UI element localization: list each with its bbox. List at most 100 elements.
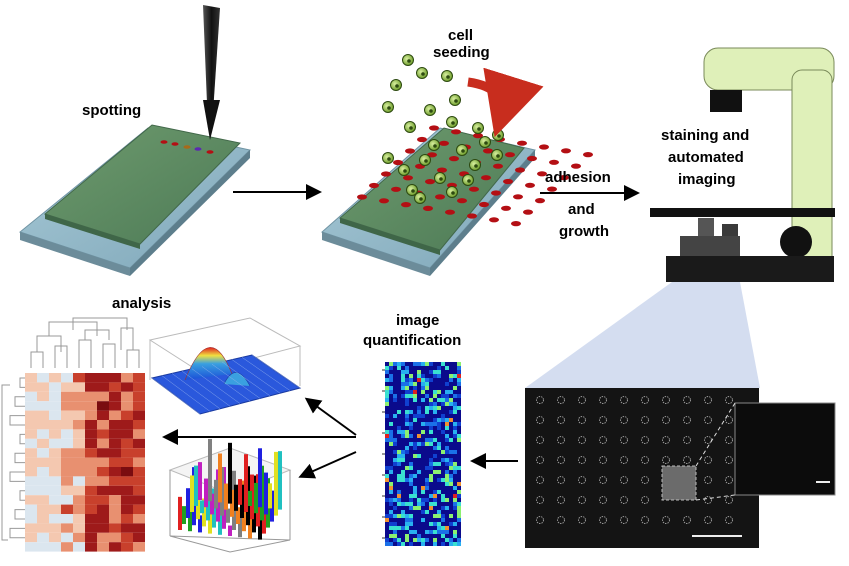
heat-cell	[401, 470, 405, 474]
heat-cell	[417, 538, 421, 542]
bar	[236, 507, 240, 524]
cell-nucleus	[497, 134, 501, 138]
heat-cell	[441, 526, 445, 530]
cluster-cell	[109, 438, 121, 449]
heat-cell	[385, 474, 389, 478]
heat-cell	[445, 446, 449, 450]
surface-grid-line	[161, 375, 211, 412]
heat-cell	[421, 442, 425, 446]
cell-spot	[641, 416, 649, 424]
heat-cell	[397, 458, 401, 462]
cluster-cell	[37, 532, 49, 543]
cluster-cell	[49, 467, 61, 477]
heat-cell	[433, 402, 437, 406]
cluster-cell	[97, 476, 109, 486]
spot	[481, 175, 491, 181]
spotting-label: spotting	[82, 102, 142, 119]
heat-cell	[421, 414, 425, 418]
cluster-cell	[133, 391, 145, 402]
heat-cell	[401, 378, 405, 382]
cluster-cell	[85, 457, 97, 467]
cluster-cell	[73, 523, 85, 533]
cluster-cell	[61, 523, 73, 533]
cluster-cell	[25, 467, 37, 477]
heat-cell	[449, 410, 453, 414]
spot	[501, 205, 511, 211]
cell-spot	[536, 456, 544, 464]
heat-cell	[413, 442, 417, 446]
cluster-cell	[61, 401, 73, 411]
dendrogram-branch	[120, 327, 134, 350]
heat-cell	[397, 478, 401, 482]
heat-cell	[389, 534, 393, 538]
heat-cell	[429, 474, 433, 478]
cell-spot	[578, 416, 586, 424]
spot	[503, 178, 513, 185]
heat-cell	[433, 490, 437, 494]
cluster-cell	[85, 476, 97, 486]
surface-grid-line	[211, 364, 261, 399]
heat-cell	[417, 406, 421, 410]
heat-cell	[457, 382, 461, 386]
heat-cell	[441, 542, 445, 546]
heat-cell	[385, 402, 389, 406]
bar	[178, 496, 182, 530]
heat-cell	[433, 470, 437, 474]
spot	[457, 198, 467, 204]
cell-spot	[620, 516, 628, 524]
heat-cell	[401, 362, 405, 366]
heat-cell	[421, 490, 425, 494]
cluster-cell	[133, 523, 145, 533]
cluster-cell	[121, 467, 133, 477]
heat-cell	[445, 482, 449, 486]
adhesion-label: adhesion	[545, 169, 611, 186]
heat-cell	[437, 390, 441, 394]
cluster-cell	[85, 382, 97, 392]
heat-cell	[405, 394, 409, 398]
cluster-cell	[109, 467, 121, 477]
heat-cell	[441, 458, 445, 462]
heat-cell	[433, 370, 437, 374]
heat-cell	[453, 534, 457, 538]
heat-cell	[405, 538, 409, 542]
spot	[547, 186, 557, 192]
cluster-cell	[121, 523, 133, 533]
cell-spot	[536, 436, 544, 444]
bar	[248, 490, 252, 506]
arrow-to-surface-plot	[304, 397, 357, 436]
staining-label-line2: automated	[668, 149, 744, 166]
cluster-cell	[61, 420, 73, 430]
heat-cell	[445, 402, 449, 406]
heat-cell	[429, 530, 433, 534]
cluster-cell	[25, 532, 37, 543]
heat-cell	[421, 498, 425, 502]
heat-cell	[389, 430, 393, 434]
cluster-cell	[121, 391, 133, 402]
heat-cell	[397, 502, 401, 506]
cluster-cell	[85, 485, 97, 496]
heat-cell	[405, 534, 409, 538]
heat-cell	[389, 438, 393, 442]
cluster-cell	[109, 532, 121, 543]
cell-spot	[599, 516, 607, 524]
heat-cell	[449, 374, 453, 378]
heat-cell	[437, 462, 441, 466]
heat-cell	[385, 366, 389, 370]
heat-cell	[437, 398, 441, 402]
heat-cell	[441, 518, 445, 522]
heat-cell	[441, 398, 445, 402]
heat-cell	[393, 530, 397, 534]
spot	[381, 171, 391, 177]
heat-cell	[445, 394, 449, 398]
heat-cell	[445, 458, 449, 462]
heat-cell	[397, 430, 401, 434]
cluster-cell	[85, 438, 97, 449]
heat-cell	[429, 438, 433, 442]
heat-cell	[453, 434, 457, 438]
cell-spot	[704, 396, 712, 404]
heat-cell	[405, 366, 409, 370]
heat-cell	[449, 482, 453, 486]
heat-cell	[429, 370, 433, 374]
heat-cell	[441, 362, 445, 366]
